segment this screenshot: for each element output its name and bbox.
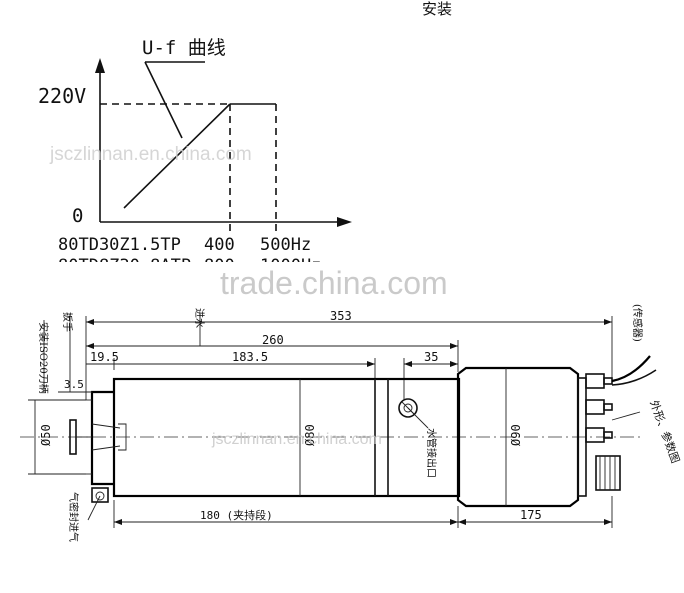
uf-freq-a-break: 400 (204, 235, 235, 255)
uf-chart: U-f 曲线 220V 0 80TD30Z1.5TP 400 500Hz 80T… (38, 37, 352, 276)
water-port-inner-icon (403, 403, 413, 413)
uf-ramp-line (123, 103, 231, 209)
outline-leader (611, 411, 641, 421)
cable-top-2 (611, 369, 657, 386)
dim-arrow-icon (367, 361, 375, 367)
dim-rear: 175 (520, 508, 542, 522)
power-plug (595, 455, 621, 491)
dim-arrow-icon (86, 343, 94, 349)
watermark-site-b: trade.china.com (220, 265, 448, 301)
uf-zero-label: 0 (72, 205, 83, 227)
collet-end (118, 423, 127, 451)
watermark-site-a: jsczlinnan.en.china.com (49, 144, 252, 165)
dim-arrow-icon (450, 519, 458, 525)
dim-inlet-offset: 35 (424, 350, 438, 364)
air-leader (87, 495, 101, 521)
dim-front-offset: 19.5 (90, 350, 119, 364)
label-collet: 安装ISO20刀柄 (37, 322, 50, 394)
front-nose (90, 390, 114, 486)
dim-arrow-icon (450, 361, 458, 367)
label-air-seal: 气密封进气 (67, 492, 80, 542)
collet-taper (91, 423, 121, 451)
dim-total: 353 (330, 309, 352, 323)
watermark-site-c: jsczlinnan.en.china.com (211, 431, 382, 448)
dim-rear-dia: Ø90 (509, 424, 523, 446)
label-outline-note: 外形、参数图 (647, 398, 683, 465)
label-water-port: 水管接出口 (425, 428, 438, 478)
uf-model-b: 80TD8Z30.8ATP (58, 256, 191, 276)
dim-arrow-icon (604, 519, 612, 525)
dim-body: 260 (262, 333, 284, 347)
uf-leader-line (144, 61, 183, 139)
uf-voltage-label: 220V (38, 84, 86, 108)
dim-clamp: 180 (夹持段) (200, 508, 273, 522)
connector-low-pin (603, 431, 613, 439)
air-fitting (91, 487, 109, 503)
uf-x-arrow-icon (337, 217, 352, 227)
connector-mid (585, 399, 605, 415)
motor-drawing: 353 260 19.5 183.5 35 (20, 309, 657, 528)
connector-top (585, 373, 605, 389)
dim-front-dia: Ø50 (39, 424, 53, 446)
connector-mid-pin (603, 403, 613, 411)
air-fitting-hole-icon (95, 491, 105, 501)
water-leader (407, 407, 429, 429)
connector-low (585, 427, 605, 443)
dim-arrow-icon (404, 361, 412, 367)
dim-arrow-icon (450, 343, 458, 349)
label-wrench-flat: 扳手 (61, 312, 74, 332)
uf-freq-b-break: 800 (204, 256, 235, 276)
uf-model-a: 80TD30Z1.5TP (58, 235, 181, 255)
connector-top-pin (603, 377, 613, 385)
dim-body-dia: Ø80 (303, 424, 317, 446)
dim-arrow-icon (458, 519, 466, 525)
uf-freq-a-end: 500Hz (260, 235, 311, 255)
dim-flange: 3.5 (64, 378, 84, 391)
uf-freq-b-end: 1000Hz (260, 256, 321, 276)
dim-arrow-icon (604, 319, 612, 325)
uf-y-arrow-icon (95, 58, 105, 73)
dim-arrow-icon (114, 519, 122, 525)
water-port-icon (398, 398, 418, 418)
uf-label: U-f 曲线 (142, 37, 226, 59)
label-encoder: (传感器) (631, 304, 644, 342)
label-water-inlet: 进水 (193, 308, 205, 328)
dim-arrow-icon (86, 319, 94, 325)
rear-housing (456, 366, 580, 508)
dim-mid-length: 183.5 (232, 350, 268, 364)
top-clip-text: 安装 (422, 0, 452, 18)
cable-top (611, 355, 651, 383)
